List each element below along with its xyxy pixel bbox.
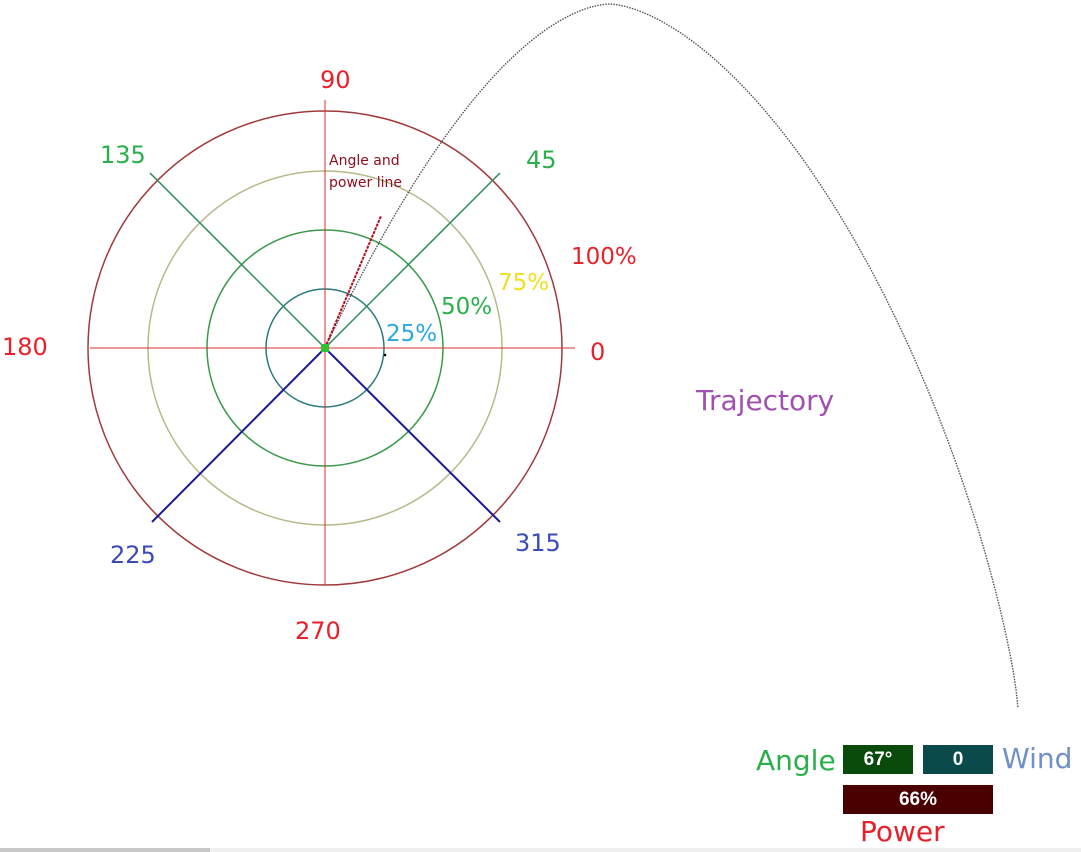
ring-label-50: 50% xyxy=(441,294,492,320)
ring-label-100: 100% xyxy=(571,244,637,270)
horizontal-scrollbar-thumb[interactable] xyxy=(0,848,210,852)
aim-dot xyxy=(383,353,387,357)
diagonal-45 xyxy=(324,172,501,349)
angle-label-0: 0 xyxy=(590,338,605,366)
angle-label: Angle xyxy=(756,744,836,777)
ring-label-75: 75% xyxy=(498,270,549,296)
wind-label: Wind xyxy=(1002,742,1073,775)
diagonal-315 xyxy=(324,347,501,523)
angle-power-line[interactable] xyxy=(324,215,383,349)
angle-label-270: 270 xyxy=(295,617,341,645)
wind-value-box[interactable]: 0 xyxy=(923,745,993,774)
angle-label-225: 225 xyxy=(110,541,156,569)
ring-label-25: 25% xyxy=(386,321,437,347)
angle-label-180: 180 xyxy=(2,333,48,361)
annotation-line-2: power line xyxy=(329,175,402,191)
horizontal-scrollbar[interactable] xyxy=(0,848,1081,852)
power-value-box[interactable]: 66% xyxy=(843,785,993,814)
launch-origin xyxy=(321,344,329,352)
angle-value-box[interactable]: 67° xyxy=(843,745,913,774)
angle-label-45: 45 xyxy=(526,146,557,174)
trajectory-label: Trajectory xyxy=(695,384,834,417)
trajectory-path xyxy=(324,3,1019,709)
diagonal-225 xyxy=(151,347,326,523)
power-label: Power xyxy=(860,815,945,848)
angle-label-135: 135 xyxy=(100,141,146,169)
diagonal-135 xyxy=(149,172,326,349)
angle-label-90: 90 xyxy=(320,66,351,94)
angle-label-315: 315 xyxy=(515,529,561,557)
annotation-line-1: Angle and xyxy=(329,153,400,169)
